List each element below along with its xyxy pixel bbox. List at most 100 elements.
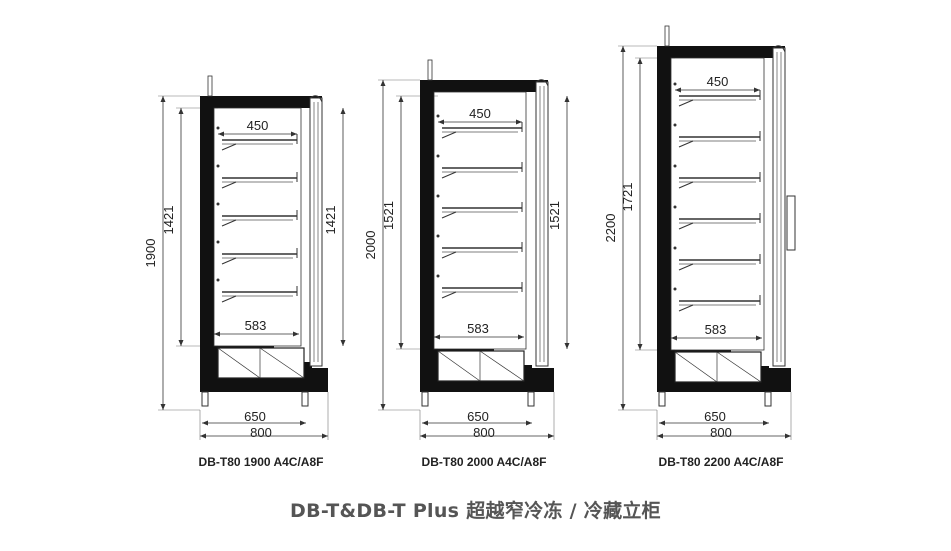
right-height-dim-arrow-bottom (340, 340, 346, 346)
door-handle (786, 195, 796, 251)
overall-depth-dim-arrow-right (322, 433, 328, 439)
overall-depth-dim-arrow-left (200, 433, 206, 439)
overall-height-dim-arrow-bottom (160, 404, 166, 410)
shelf-depth-label: 450 (707, 74, 729, 89)
shelf-bracket (678, 90, 761, 107)
base-depth-dim-arrow-left (422, 420, 428, 426)
inner-height-dim-arrow-top (178, 108, 184, 114)
shelf-bracket (678, 213, 761, 230)
top-pipe (427, 59, 433, 81)
base-depth-dim-arrow-right (763, 420, 769, 426)
refrigeration-unit (674, 351, 762, 383)
shelf-peg (216, 126, 220, 130)
model-caption: DB-T80 2200 A4C/A8F (659, 455, 784, 469)
shelf-peg (436, 274, 440, 278)
shelf-peg (436, 114, 440, 118)
inner-height-dim-arrow-bottom (637, 344, 643, 350)
door-top-curve (535, 79, 549, 87)
unit-diagonal (674, 351, 718, 383)
overall-depth-dim-arrow-left (657, 433, 663, 439)
shelf-bracket (221, 286, 298, 303)
cabinet-outer-frame (420, 80, 554, 392)
shelf-peg (436, 154, 440, 158)
shelf-peg (436, 234, 440, 238)
top-pipe (664, 25, 670, 47)
inner-height-dim-arrow-bottom (178, 340, 184, 346)
shelf-bracket (678, 254, 761, 271)
right-height-label: 1521 (547, 201, 562, 230)
shelf-bracket (441, 242, 523, 259)
overall-height-dim-arrow-bottom (380, 404, 386, 410)
overall-height-dim-arrow-top (620, 46, 626, 52)
inner-depth-dim-arrow-right (518, 334, 524, 340)
cabinet-cavity (213, 107, 302, 347)
shelf-peg (673, 246, 677, 250)
overall-height-label: 2000 (363, 231, 378, 260)
glass-door (309, 97, 323, 367)
cabinet-outer-frame (657, 46, 791, 392)
unit-diagonal (437, 350, 481, 382)
rear-foot (527, 391, 535, 407)
right-height-dim-arrow-top (564, 96, 570, 102)
inner-height-dim-arrow-bottom (398, 343, 404, 349)
shelf-peg (673, 82, 677, 86)
shelf-bracket (678, 172, 761, 189)
shelf-peg (673, 205, 677, 209)
shelf-depth-dim-arrow-left (438, 119, 444, 125)
overall-depth-label: 800 (473, 425, 495, 440)
base-depth-dim-arrow-right (526, 420, 532, 426)
overall-depth-label: 800 (710, 425, 732, 440)
right-height-label: 1421 (323, 206, 338, 235)
cabinet-cavity (670, 57, 765, 351)
door-top-curve (772, 45, 786, 53)
inner-depth-dim-arrow-right (756, 335, 762, 341)
shelf-peg (216, 164, 220, 168)
inner-depth-dim-arrow-left (434, 334, 440, 340)
right-height-dim-arrow-bottom (564, 343, 570, 349)
cabinet-cavity (433, 91, 527, 350)
base-depth-label: 650 (244, 409, 266, 424)
front-foot (421, 391, 429, 407)
refrigeration-unit (437, 350, 525, 382)
inner-depth-dim-arrow-left (214, 331, 220, 337)
top-pipe (207, 75, 213, 97)
inner-height-label: 1521 (381, 201, 396, 230)
shelf-depth-label: 450 (247, 118, 269, 133)
inner-height-dim-arrow-top (398, 96, 404, 102)
shelf-peg (216, 278, 220, 282)
shelf-peg (216, 240, 220, 244)
unit-diagonal (217, 347, 261, 379)
model-caption: DB-T80 2000 A4C/A8F (422, 455, 547, 469)
inner-depth-label: 583 (705, 322, 727, 337)
shelf-depth-dim-arrow-right (754, 87, 760, 93)
shelf-bracket (441, 162, 523, 179)
shelf-bracket (221, 134, 298, 151)
page-title: DB-T&DB-T Plus 超越窄冷冻 / 冷藏立柜 (290, 500, 661, 522)
overall-height-label: 2200 (603, 214, 618, 243)
shelf-bracket (221, 172, 298, 189)
shelf-peg (673, 164, 677, 168)
glass-door (535, 81, 549, 367)
inner-depth-dim-arrow-left (671, 335, 677, 341)
shelf-bracket (678, 295, 761, 312)
overall-depth-dim-arrow-right (785, 433, 791, 439)
base-depth-dim-arrow-left (202, 420, 208, 426)
model-caption: DB-T80 1900 A4C/A8F (199, 455, 324, 469)
base-depth-dim-arrow-left (659, 420, 665, 426)
shelf-peg (673, 123, 677, 127)
shelf-depth-dim-arrow-right (291, 131, 297, 137)
shelf-bracket (441, 122, 523, 139)
shelf-peg (216, 202, 220, 206)
door-top-curve (309, 95, 323, 103)
base-depth-label: 650 (467, 409, 489, 424)
inner-depth-label: 583 (245, 318, 267, 333)
front-foot (201, 391, 209, 407)
rear-foot (301, 391, 309, 407)
inner-height-dim-arrow-top (637, 58, 643, 64)
overall-height-dim-arrow-bottom (620, 404, 626, 410)
overall-depth-label: 800 (250, 425, 272, 440)
shelf-depth-label: 450 (469, 106, 491, 121)
shelf-bracket (678, 131, 761, 148)
